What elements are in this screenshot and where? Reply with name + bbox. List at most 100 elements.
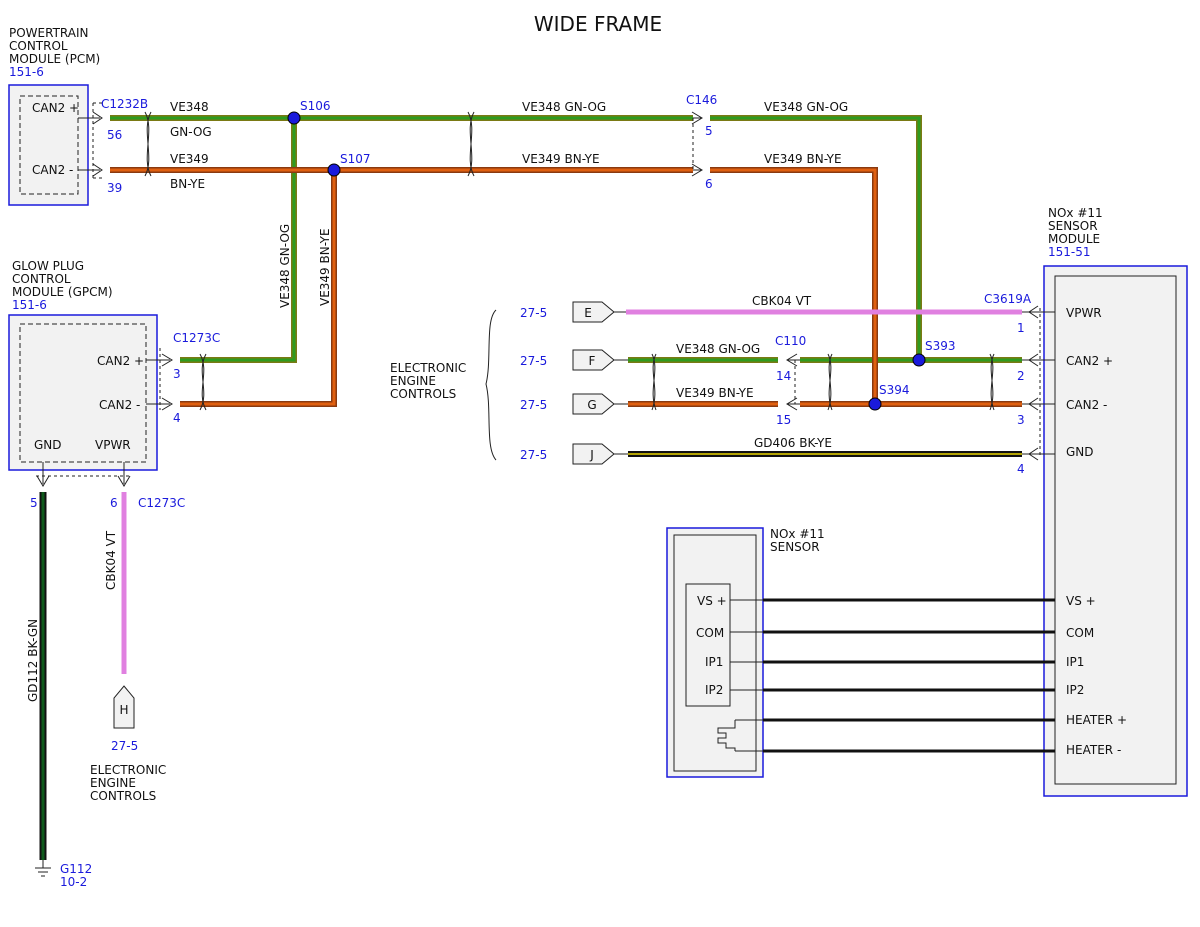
wire-label-ve349-d: VE349 BN-YE bbox=[676, 386, 754, 400]
gpcm-inner bbox=[19, 323, 147, 463]
ground-ref: 10-2 bbox=[60, 875, 87, 889]
nox-sensor-module: NOx #11 SENSOR MODULE 151-51 C3619A 1 2 … bbox=[984, 206, 1188, 797]
gpcm-ref: 151-6 bbox=[12, 298, 47, 312]
eec-page-j: 27-5 bbox=[520, 448, 547, 462]
pcm-pin-56: 56 bbox=[107, 128, 122, 142]
eec-label-h-2: ENGINE bbox=[90, 776, 136, 790]
ground-g112: G112 bbox=[60, 862, 92, 876]
nox-pin-num-4: 4 bbox=[1017, 462, 1025, 476]
splice-s394 bbox=[868, 397, 882, 411]
wire-ve349-can-low bbox=[110, 167, 1022, 407]
wire-label-bnye-a: BN-YE bbox=[170, 177, 205, 191]
gpcm-pin-4: 4 bbox=[173, 411, 181, 425]
nox-pin-com: COM bbox=[1066, 626, 1094, 640]
c146-pin-6: 6 bbox=[705, 177, 713, 191]
nox-pin-num-1: 1 bbox=[1017, 321, 1025, 335]
nox-pin-vpwr: VPWR bbox=[1066, 306, 1102, 320]
eec-group: ELECTRONIC ENGINE CONTROLS 27-5 27-5 27-… bbox=[390, 301, 628, 465]
twisted-pair-marks bbox=[144, 111, 995, 411]
wire-label-ve348-b: VE348 GN-OG bbox=[522, 100, 606, 114]
pcm-label-3: MODULE (PCM) bbox=[9, 52, 100, 66]
c110-label: C110 bbox=[775, 334, 806, 348]
wire-label-ve349-vert: VE349 BN-YE bbox=[318, 228, 332, 306]
connector-g-label: G bbox=[587, 398, 596, 412]
pcm-module: POWERTRAIN CONTROL MODULE (PCM) 151-6 CA… bbox=[8, 26, 148, 206]
splice-s106 bbox=[287, 111, 301, 125]
nox-pin-num-2: 2 bbox=[1017, 369, 1025, 383]
nox-module-inner bbox=[1054, 275, 1177, 785]
connector-c146: C146 5 6 bbox=[686, 93, 717, 191]
nox-pin-can-h: CAN2 + bbox=[1066, 354, 1113, 368]
wire-label-ve348-vert: VE348 GN-OG bbox=[278, 224, 292, 308]
nox-sensor-wires bbox=[763, 598, 1055, 753]
wire-label-cbk04-vert: CBK04 VT bbox=[104, 530, 118, 590]
connector-c110: C110 14 15 bbox=[775, 334, 806, 427]
splice-s394-label: S394 bbox=[879, 383, 910, 397]
eec-label-1: ELECTRONIC bbox=[390, 361, 466, 375]
pcm-inner bbox=[19, 95, 79, 195]
splice-s393 bbox=[912, 353, 926, 367]
nox-sensor-pin-ip1: IP1 bbox=[705, 655, 723, 669]
splice-s107-label: S107 bbox=[340, 152, 371, 166]
nox-module-label-1: NOx #11 bbox=[1048, 206, 1103, 220]
pcm-label-1: POWERTRAIN bbox=[9, 26, 89, 40]
gpcm-pin-can-h: CAN2 + bbox=[97, 354, 144, 368]
nox-sensor: NOx #11 SENSOR VS + COM IP1 IP2 bbox=[666, 527, 825, 778]
nox-pin-gnd: GND bbox=[1066, 445, 1094, 459]
nox-module-label-3: MODULE bbox=[1048, 232, 1100, 246]
connector-g bbox=[572, 393, 615, 415]
gpcm-connector: C1273C bbox=[173, 331, 220, 345]
nox-pin-can-l: CAN2 - bbox=[1066, 398, 1107, 412]
nox-pin-num-3: 3 bbox=[1017, 413, 1025, 427]
connector-j-label: J bbox=[589, 448, 594, 462]
pcm-pin-can-h: CAN2 + bbox=[32, 101, 79, 115]
nox-pin-ip1: IP1 bbox=[1066, 655, 1084, 669]
heater-icon bbox=[717, 720, 736, 751]
connector-f-label: F bbox=[589, 354, 596, 368]
wire-label-ve349-c: VE349 BN-YE bbox=[764, 152, 842, 166]
wire-label-cbk04: CBK04 VT bbox=[752, 294, 812, 308]
connector-f bbox=[572, 349, 615, 371]
gpcm-label-3: MODULE (GPCM) bbox=[12, 285, 113, 299]
wire-label-ve348-c: VE348 GN-OG bbox=[764, 100, 848, 114]
nox-pin-heater-l: HEATER - bbox=[1066, 743, 1121, 757]
wire-label-gnog-a: GN-OG bbox=[170, 125, 212, 139]
connector-e bbox=[572, 301, 615, 323]
gpcm-label-2: CONTROL bbox=[12, 272, 71, 286]
connector-e-label: E bbox=[584, 306, 592, 320]
wire-label-gd406: GD406 BK-YE bbox=[754, 436, 832, 450]
gpcm-pin-6: 6 bbox=[110, 496, 118, 510]
brace-icon bbox=[485, 309, 497, 461]
nox-pin-heater-h: HEATER + bbox=[1066, 713, 1127, 727]
wire-cbk04-vpwr bbox=[121, 309, 1022, 674]
connector-j bbox=[572, 443, 615, 465]
gpcm-connector-2: C1273C bbox=[138, 496, 185, 510]
wire-label-gd112-vert: GD112 BK-GN bbox=[26, 619, 40, 702]
pcm-ref: 151-6 bbox=[9, 65, 44, 79]
nox-sensor-cell bbox=[685, 583, 731, 707]
nox-pin-vs: VS + bbox=[1066, 594, 1096, 608]
page-title: WIDE FRAME bbox=[534, 12, 662, 36]
splice-s106-label: S106 bbox=[300, 99, 331, 113]
eec-page-h: 27-5 bbox=[111, 739, 138, 753]
c110-pin-15: 15 bbox=[776, 413, 791, 427]
c146-label: C146 bbox=[686, 93, 717, 107]
wire-label-ve349-a: VE349 bbox=[170, 152, 209, 166]
eec-label-h-3: CONTROLS bbox=[90, 789, 156, 803]
pcm-pin-can-l: CAN2 - bbox=[32, 163, 73, 177]
wire-label-ve349-b: VE349 BN-YE bbox=[522, 152, 600, 166]
wire-label-ve348-a: VE348 bbox=[170, 100, 209, 114]
c146-pin-5: 5 bbox=[705, 124, 713, 138]
eec-label-2: ENGINE bbox=[390, 374, 436, 388]
connector-h-label: H bbox=[119, 703, 128, 717]
nox-pin-ip2: IP2 bbox=[1066, 683, 1084, 697]
gpcm-pin-gnd: GND bbox=[34, 438, 62, 452]
c110-pin-14: 14 bbox=[776, 369, 791, 383]
connector-h bbox=[113, 685, 135, 729]
splice-s107 bbox=[327, 163, 341, 177]
eec-label-h-1: ELECTRONIC bbox=[90, 763, 166, 777]
splice-s393-label: S393 bbox=[925, 339, 956, 353]
wire-label-ve348-d: VE348 GN-OG bbox=[676, 342, 760, 356]
gpcm-module: GLOW PLUG CONTROL MODULE (GPCM) 151-6 CA… bbox=[8, 259, 220, 510]
